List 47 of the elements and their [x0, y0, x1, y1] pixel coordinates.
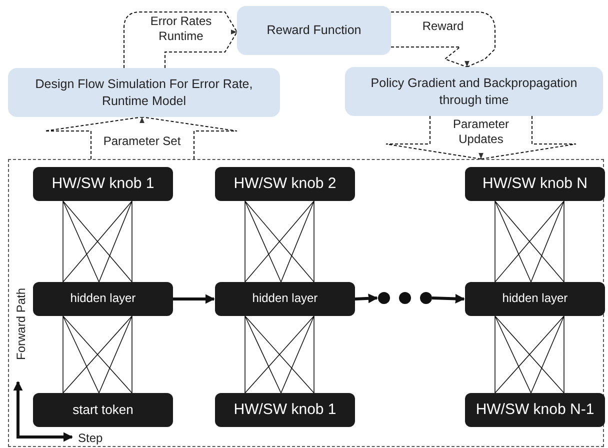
- layer-box: [33, 167, 173, 201]
- arrow: [432, 294, 465, 304]
- node-label: Reward Function: [266, 22, 362, 39]
- layer-box: [33, 393, 173, 427]
- process-box: [8, 68, 280, 117]
- block-arrow: [44, 116, 238, 160]
- connection-lines: [494, 316, 564, 394]
- node-label: HW/SW knob N-1: [474, 400, 596, 420]
- axis-label: Step: [78, 431, 103, 446]
- node-label: HW/SW knob 2: [232, 174, 338, 194]
- node-label: HW/SW knob N: [481, 174, 588, 194]
- layer-box: [215, 393, 355, 427]
- edge-label: Reward: [421, 19, 465, 34]
- ellipsis-dot: [399, 292, 411, 304]
- edge-label: Parameter Updates: [452, 117, 510, 147]
- layer-box: [215, 167, 355, 201]
- node-label: start token: [72, 402, 134, 418]
- node-label: Design Flow Simulation For Error Rate, Runtime Model: [34, 76, 254, 109]
- layer-box: [33, 282, 173, 316]
- node-label: hidden layer: [69, 291, 137, 307]
- connection-lines: [244, 316, 314, 394]
- connection-lines: [494, 200, 564, 282]
- edge-label: Error Rates Runtime: [149, 14, 213, 44]
- connection-lines: [62, 200, 132, 282]
- connection-lines: [62, 316, 132, 394]
- node-label: hidden layer: [501, 291, 569, 307]
- arrow: [354, 294, 378, 304]
- block-arrow: [386, 116, 576, 160]
- ellipsis-dot: [378, 292, 390, 304]
- node-label: HW/SW knob 1: [50, 174, 156, 194]
- process-box: [237, 6, 391, 55]
- arrow: [173, 294, 215, 304]
- node-label: Policy Gradient and Backpropagation through time: [370, 75, 578, 108]
- edge-label: Parameter Set: [102, 134, 182, 149]
- node-label: hidden layer: [251, 291, 319, 307]
- layer-box: [465, 167, 605, 201]
- process-box: [345, 67, 603, 116]
- network-frame: [8, 159, 604, 447]
- ellipsis-dot: [420, 292, 432, 304]
- layer-box: [215, 282, 355, 316]
- layer-box: [465, 393, 605, 427]
- axis-label: Forward Path: [14, 288, 29, 360]
- block-arrow: [390, 12, 496, 68]
- block-arrow: [124, 12, 238, 68]
- node-label: HW/SW knob 1: [232, 400, 338, 420]
- layer-box: [465, 282, 605, 316]
- connection-lines: [244, 200, 314, 282]
